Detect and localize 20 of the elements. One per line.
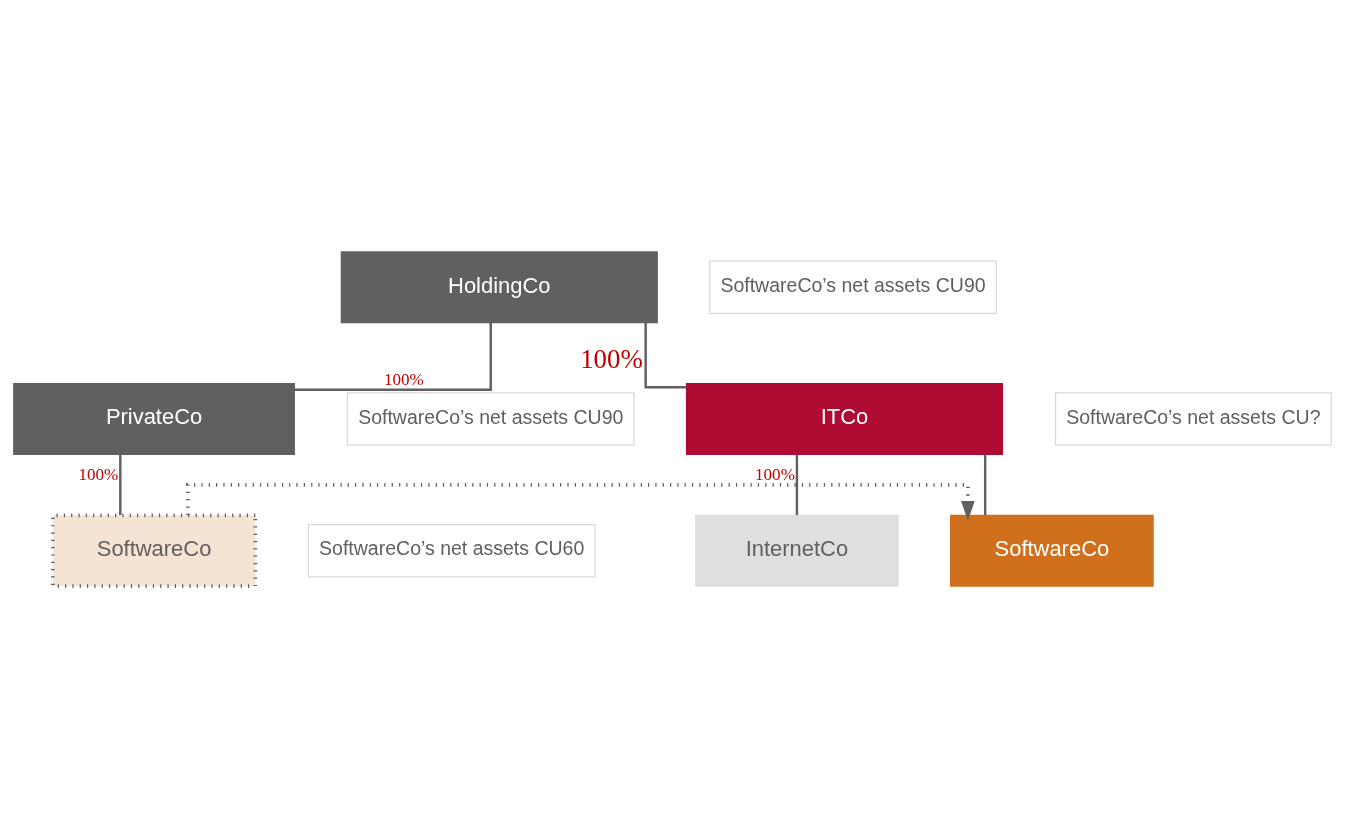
connector xyxy=(983,454,987,515)
node-box: HoldingCo xyxy=(340,250,658,323)
edge-label: 100% xyxy=(580,343,643,374)
connector xyxy=(644,322,687,388)
arrow xyxy=(186,482,975,521)
edge-label: 100% xyxy=(755,464,795,484)
node-box: SoftwareCo’s net assets CU60 xyxy=(307,523,596,578)
node-box: ITCo xyxy=(685,382,1004,455)
node-box: InternetCo xyxy=(695,514,899,587)
node-box: SoftwareCo’s net assets CU? xyxy=(1054,391,1332,446)
edge-label: 100% xyxy=(78,464,119,484)
node-box: SoftwareCo’s net assets CU90 xyxy=(346,391,635,446)
connector xyxy=(119,454,122,515)
edge-label: 100% xyxy=(384,369,424,389)
node-box: SoftwareCo xyxy=(950,514,1154,587)
connector xyxy=(795,454,799,515)
node-box: PrivateCo xyxy=(13,382,295,455)
node-box: SoftwareCo xyxy=(51,513,258,588)
connector xyxy=(294,322,492,391)
node-box: SoftwareCo’s net assets CU90 xyxy=(709,259,997,314)
